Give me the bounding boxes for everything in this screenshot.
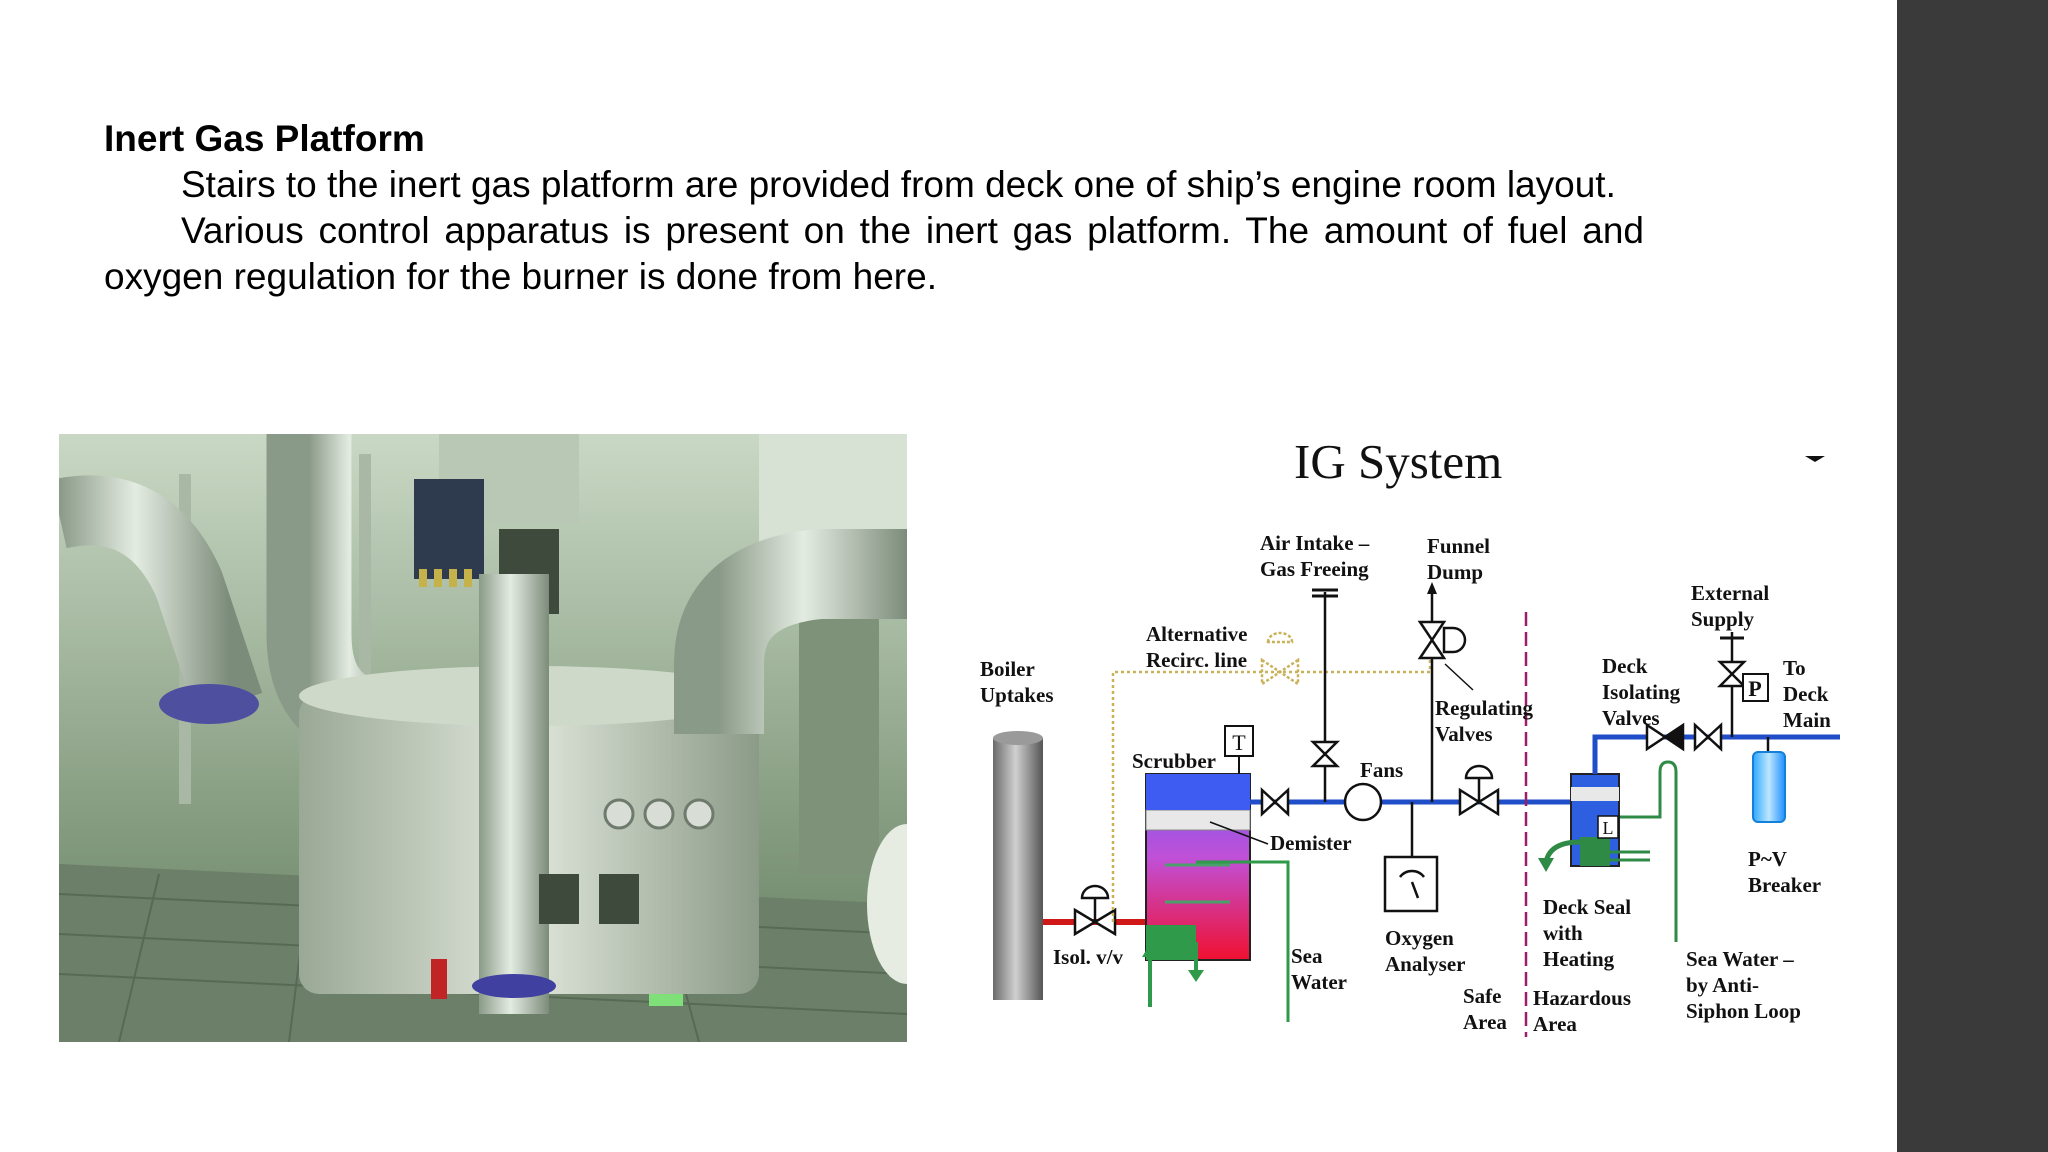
recirc-line (1111, 647, 1432, 922)
label-demister: Demister (1270, 831, 1352, 855)
level-box (1597, 815, 1619, 839)
pressure-box (1742, 673, 1769, 702)
temperature-label: T (1232, 730, 1246, 755)
right-sidebar-bar (1897, 0, 2048, 1152)
scrubber-top (1146, 774, 1250, 810)
drain-arrow-head (1188, 970, 1204, 982)
platform-photo-illustration (59, 434, 907, 1042)
pressure-label: P (1748, 676, 1761, 701)
deck-seal-heating (1580, 850, 1650, 862)
demister-pad (1145, 809, 1251, 831)
temperature-box (1224, 725, 1254, 757)
label-air-intake: Air Intake –Gas Freeing (1260, 531, 1370, 581)
scrubber-outlet-valve-icon (1260, 787, 1290, 817)
anti-siphon-loop (1620, 760, 1678, 942)
label-scrubber: Scrubber (1132, 749, 1216, 773)
deck-isolating-valve-icon (1645, 722, 1723, 752)
paragraph-1: Stairs to the inert gas platform are pro… (181, 164, 1616, 205)
level-label: L (1603, 818, 1614, 838)
regulating-valve-icon (1458, 764, 1500, 817)
ig-system-diagram: IG System T (980, 434, 1840, 1037)
funnel-dump-valve-icon (1417, 620, 1467, 660)
paragraph-2: Various control apparatus is present on … (104, 210, 1644, 297)
recirc-valve-icon (1260, 631, 1300, 687)
small-arrow-mark (1805, 456, 1825, 462)
boiler-uptake-chimney (993, 738, 1043, 1000)
label-fans: Fans (1360, 758, 1403, 782)
inert-gas-platform-photo (59, 434, 907, 1042)
external-supply-valve-icon (1716, 660, 1748, 688)
gauge-icon (1399, 869, 1425, 899)
label-isol-valve: Isol. v/v (1053, 945, 1124, 969)
text-block: Inert Gas Platform Stairs to the inert g… (104, 116, 1644, 300)
fan-icon (1343, 782, 1383, 822)
spray-lines (1165, 863, 1230, 904)
air-intake-valve-icon (1309, 740, 1341, 768)
isolation-valve-icon (1073, 884, 1117, 937)
pv-breaker-vessel (1752, 751, 1786, 823)
inlet-arrow-head (1142, 944, 1158, 957)
diagram-title: IG System (1294, 434, 1502, 489)
sea-water-line (1196, 860, 1290, 1022)
oxygen-analyser-box (1383, 855, 1439, 913)
section-heading: Inert Gas Platform (104, 118, 425, 159)
label-sea-water-anti-siphon: Sea Water –by Anti-Siphon Loop (1686, 947, 1801, 1023)
chimney-top (993, 731, 1043, 745)
